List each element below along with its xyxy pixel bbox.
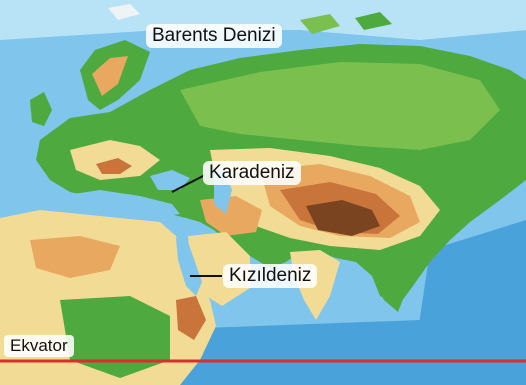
black-sea-pointer [171, 174, 206, 193]
siberia-lowland [180, 62, 500, 150]
japan [468, 150, 492, 196]
alps [96, 158, 132, 174]
arctic-island-3 [355, 12, 392, 30]
scandinavia-hills [92, 56, 128, 96]
arctic-island-1 [108, 4, 140, 20]
sahara-hills [30, 236, 120, 278]
mediterranean-sea [60, 190, 180, 218]
barents-sea-label: Barents Denizi [146, 24, 282, 48]
british-isles [30, 92, 52, 126]
tibet-plateau [306, 200, 380, 236]
southeast-asia [370, 262, 408, 312]
equator-label: Ekvator [4, 335, 74, 357]
black-sea-label: Karadeniz [203, 161, 301, 185]
red-sea [176, 236, 202, 296]
central-africa-green [60, 296, 170, 378]
ethiopian-highlands [176, 296, 206, 340]
iran-plateau [200, 196, 262, 236]
arctic-island-2 [300, 14, 340, 34]
deep-ocean-east [410, 220, 526, 385]
black-sea [150, 170, 190, 190]
red-sea-label: Kızıldeniz [223, 264, 318, 288]
deep-ocean-indian [150, 320, 430, 385]
